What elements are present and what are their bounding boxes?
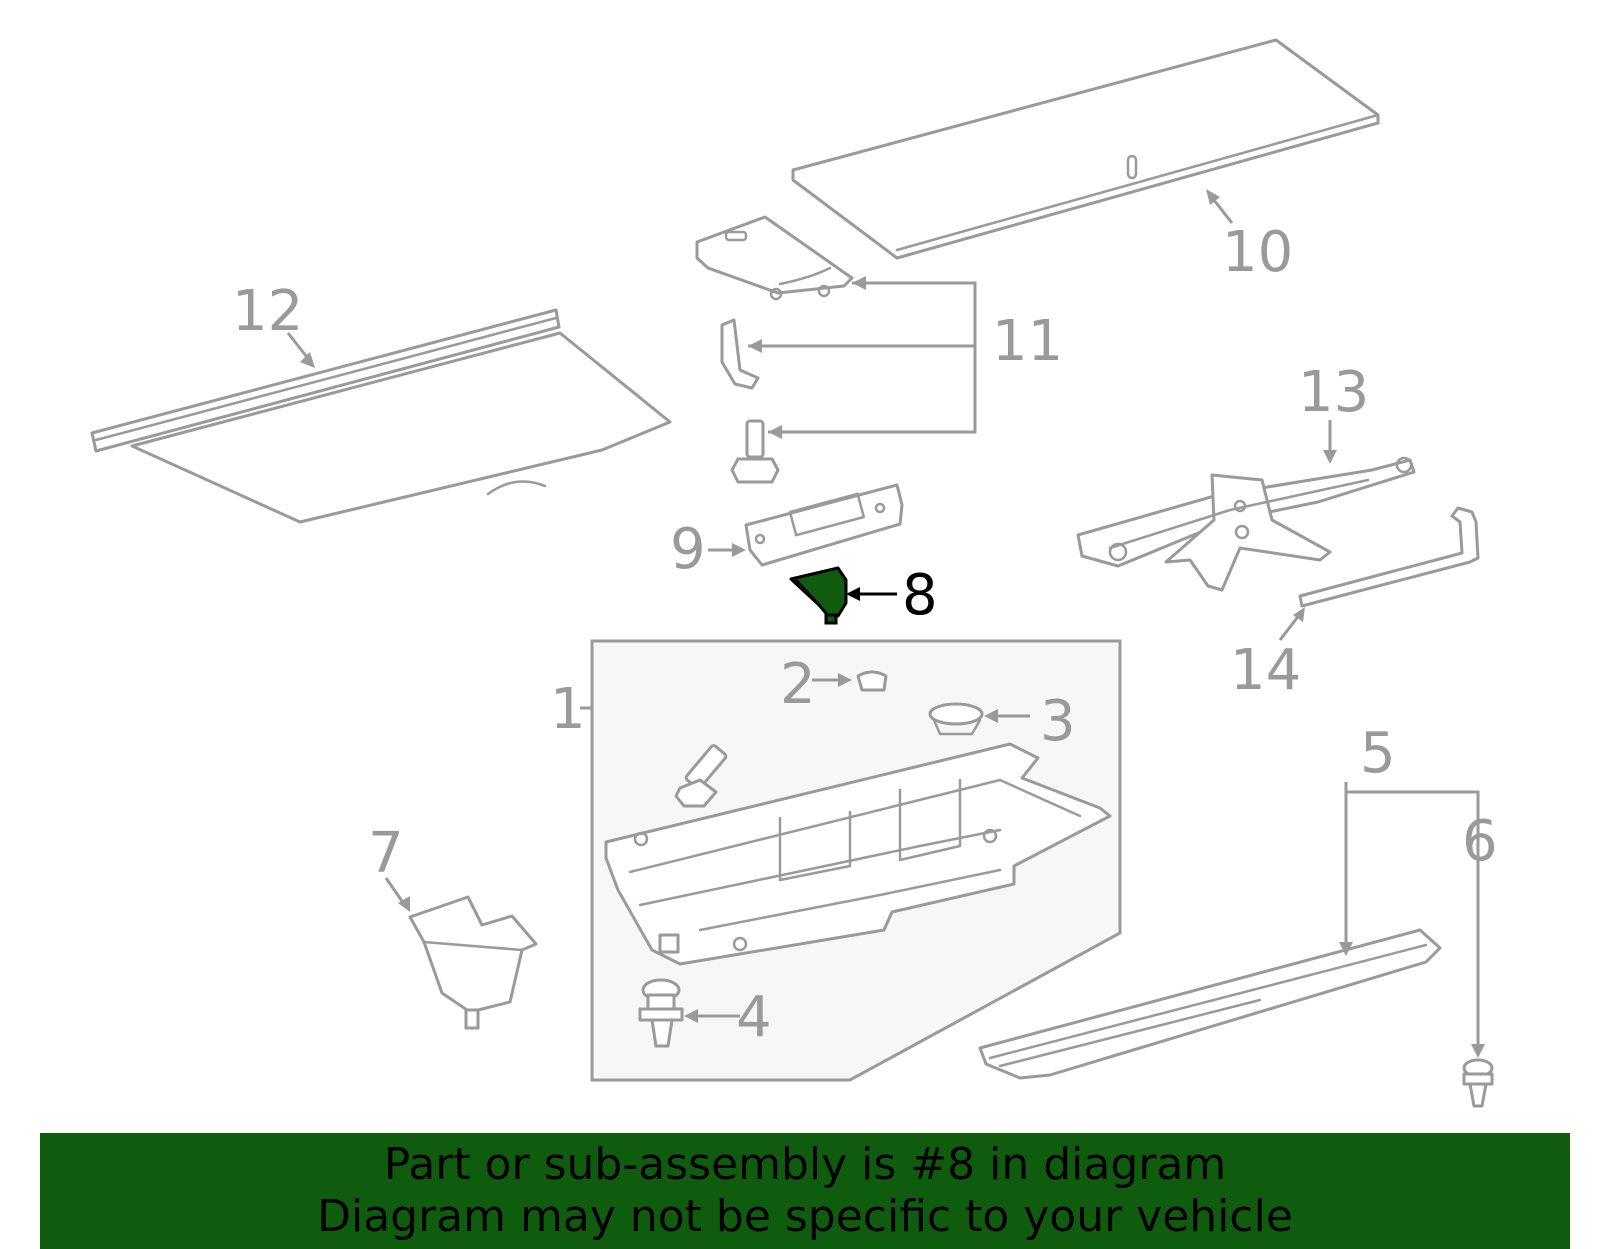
- callout-7: 7: [368, 821, 404, 886]
- part-11-cover-set: 11: [695, 215, 1063, 484]
- callout-3: 3: [1040, 689, 1076, 754]
- part-8-highlighted: 8: [789, 563, 938, 628]
- banner-line-1: Part or sub-assembly is #8 in diagram: [383, 1139, 1227, 1190]
- part-1-assembly: 1 2 3 4: [550, 639, 1122, 1082]
- callout-8: 8: [902, 563, 938, 628]
- callout-4: 4: [736, 985, 772, 1050]
- part-5-sill-plate: 5 6: [978, 721, 1498, 1108]
- callout-10: 10: [1222, 220, 1293, 285]
- callout-6: 6: [1462, 809, 1498, 874]
- callout-12: 12: [232, 279, 303, 344]
- callout-5: 5: [1360, 721, 1396, 786]
- part-6-clip: [1462, 1058, 1494, 1108]
- callout-2: 2: [780, 652, 816, 717]
- banner-line-2: Diagram may not be specific to your vehi…: [317, 1191, 1293, 1242]
- callout-13: 13: [1298, 360, 1369, 425]
- part-7-storage-bin: 7: [368, 821, 538, 1030]
- part-14-jack-handle: 14: [1230, 506, 1480, 703]
- part-9-bracket: 9: [670, 483, 904, 582]
- callout-11: 11: [992, 309, 1063, 374]
- part-12-tonneau-cover: 12: [90, 279, 672, 524]
- part-10-floor-board: 10: [791, 38, 1380, 285]
- callout-14: 14: [1230, 638, 1301, 703]
- part-13-jack: 13: [1076, 360, 1416, 592]
- notice-banner: Part or sub-assembly is #8 in diagram Di…: [40, 1133, 1570, 1249]
- callout-1: 1: [550, 677, 586, 742]
- callout-9: 9: [670, 517, 706, 582]
